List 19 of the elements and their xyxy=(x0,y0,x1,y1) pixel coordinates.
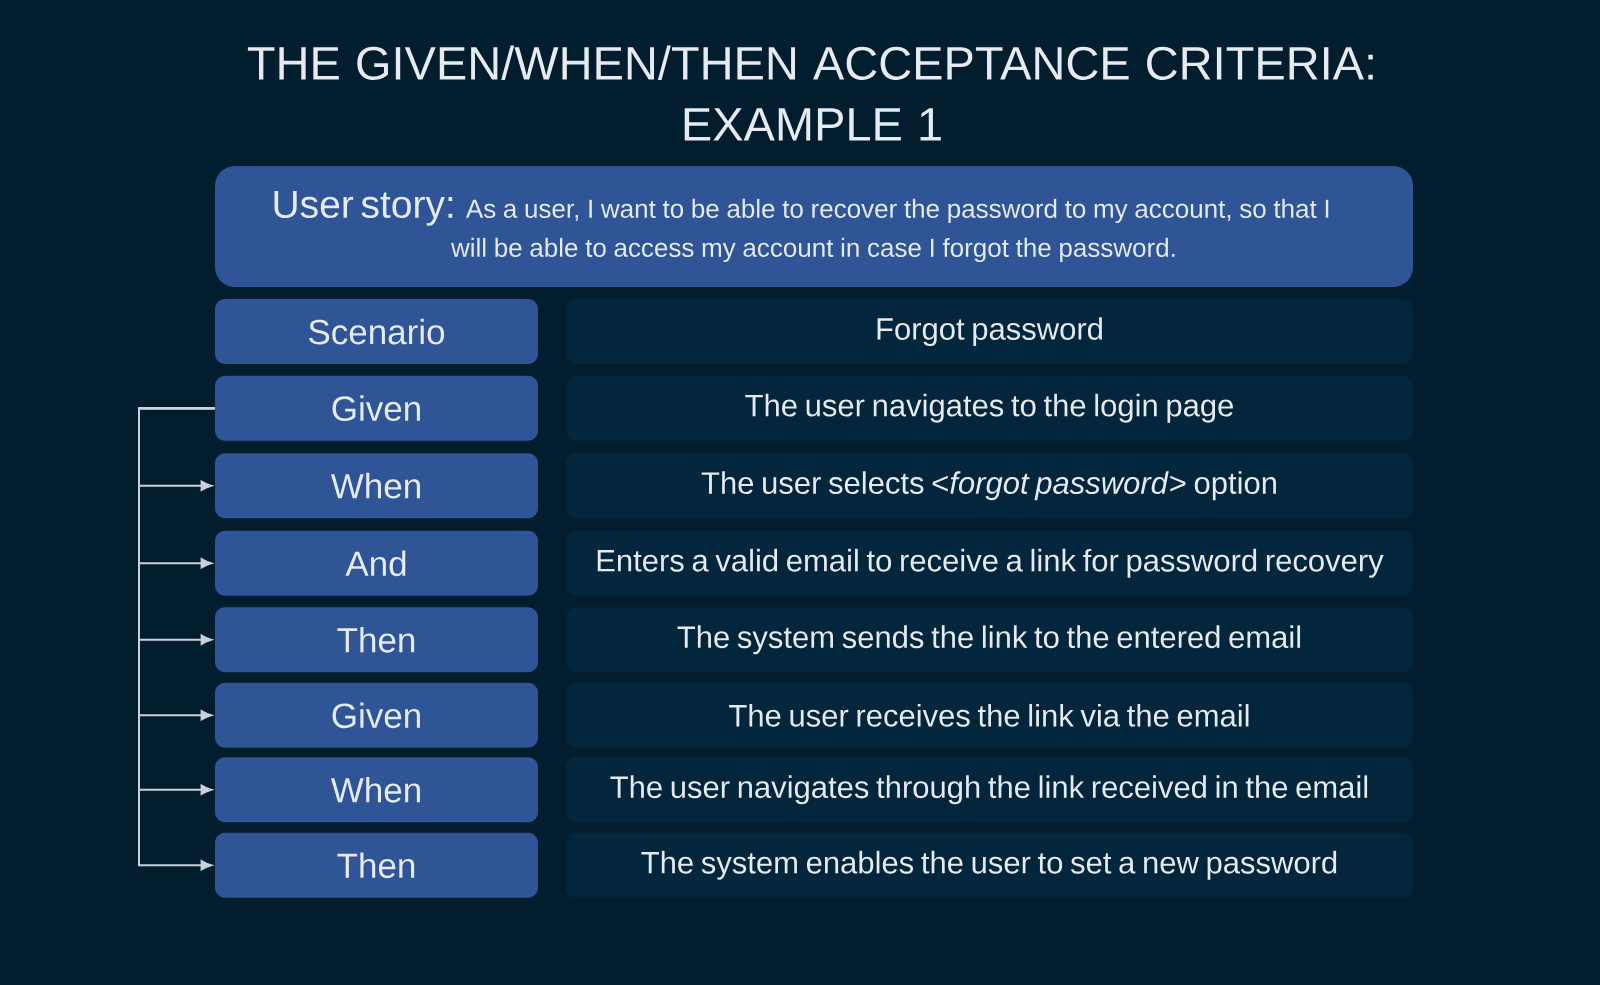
step-box: The system sends the link to the entered email xyxy=(566,607,1413,673)
story-box: User story: As a user, I want to be able to recover the password to my account, so that I will be able to access my account in case I forgot the password. xyxy=(215,166,1413,287)
step-box: The user navigates to the login page xyxy=(566,375,1413,441)
step-box: The user receives the link via the email xyxy=(566,682,1413,748)
connector-arrow xyxy=(138,407,216,871)
title: THE GIVEN/WHEN/THEN ACCEPTANCE CRITERIA: EXAMPLE 1 xyxy=(247,45,1373,141)
keyword-box: Scenario xyxy=(215,299,538,365)
keyword-box: When xyxy=(215,453,538,519)
keyword-box: Then xyxy=(215,832,538,898)
keyword-box: And xyxy=(215,530,538,596)
keyword-box: Given xyxy=(215,682,538,748)
keyword-box: Given xyxy=(215,375,538,441)
step-box: The user navigates through the link received in the email xyxy=(566,757,1413,823)
step-box: The system enables the user to set a new password xyxy=(566,832,1413,898)
keyword-box: When xyxy=(215,757,538,823)
step-box: The user selects <forgot password> option xyxy=(566,453,1413,519)
step-box: Enters a valid email to receive a link for password recovery xyxy=(566,530,1413,596)
step-box: Forgot password xyxy=(566,299,1413,365)
keyword-box: Then xyxy=(215,607,538,673)
